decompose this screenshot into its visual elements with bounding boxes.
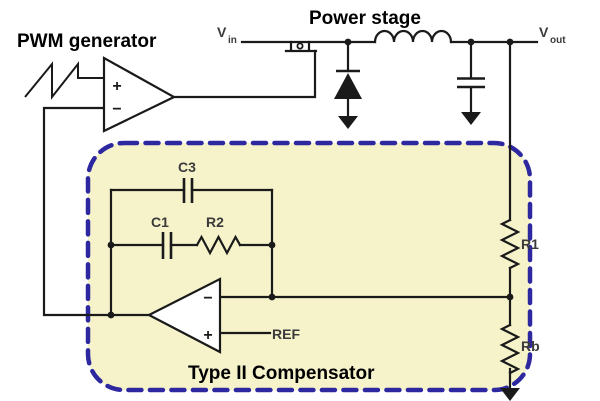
rb-resistor xyxy=(499,323,521,375)
inverting-node-dot xyxy=(268,293,276,301)
vout-sub-label: out xyxy=(550,35,566,46)
cap-node-dot xyxy=(467,38,475,46)
error-amp-opamp xyxy=(146,277,222,354)
r1-resistor xyxy=(499,218,521,270)
comparator-output-wire xyxy=(172,49,317,99)
comparator-plus-sign: + xyxy=(112,78,121,95)
c1-r2-branch: C1 R2 xyxy=(109,214,274,259)
compensator-section: C3 C1 R2 − + REF Type II Compensator xyxy=(107,159,512,384)
ref-label: REF xyxy=(272,326,300,342)
compensator-title: Type II Compensator xyxy=(188,363,375,384)
divider-ground-icon xyxy=(500,388,520,401)
feedback-wire xyxy=(42,106,151,317)
c3-label: C3 xyxy=(178,159,196,175)
compensator-boundary-box xyxy=(85,140,533,393)
mosfet-gate-bubble xyxy=(296,42,304,50)
power-stage-title: Power stage xyxy=(309,8,421,29)
diode-triangle xyxy=(334,73,362,99)
diode-node-dot xyxy=(344,38,352,46)
vin-sub-label: in xyxy=(228,35,237,46)
r2-label: R2 xyxy=(206,214,224,230)
power-stage-section: Power stage V in xyxy=(217,8,566,129)
mosfet-switch xyxy=(284,40,318,53)
pwm-comparator-opamp xyxy=(102,56,177,133)
comparator-minus-sign: − xyxy=(112,101,121,118)
vin-label: V xyxy=(217,24,227,40)
feedback-divider-section: R1 Rb xyxy=(499,40,540,401)
left-branch-dot xyxy=(107,241,115,249)
rb-label: Rb xyxy=(521,338,540,354)
r2-resistor xyxy=(195,234,242,256)
output-node-dot xyxy=(107,311,115,319)
r1-label: R1 xyxy=(521,236,539,252)
c3-capacitor: C3 xyxy=(109,159,274,203)
c1-label: C1 xyxy=(151,214,169,230)
freewheel-diode xyxy=(334,40,362,129)
output-inductor xyxy=(373,29,453,44)
right-branch-dot xyxy=(268,241,276,249)
error-amp-minus-sign: − xyxy=(203,290,212,307)
output-capacitor xyxy=(457,40,485,125)
pwm-generator-section: PWM generator + − xyxy=(17,31,317,317)
error-amplifier: − + REF xyxy=(146,277,512,354)
vout-label: V xyxy=(539,24,549,40)
sawtooth-ramp-icon xyxy=(24,61,104,100)
diode-ground-icon xyxy=(338,116,358,129)
cap-ground-icon xyxy=(461,112,481,125)
error-amp-plus-sign: + xyxy=(203,327,212,344)
pwm-generator-title: PWM generator xyxy=(17,31,157,52)
